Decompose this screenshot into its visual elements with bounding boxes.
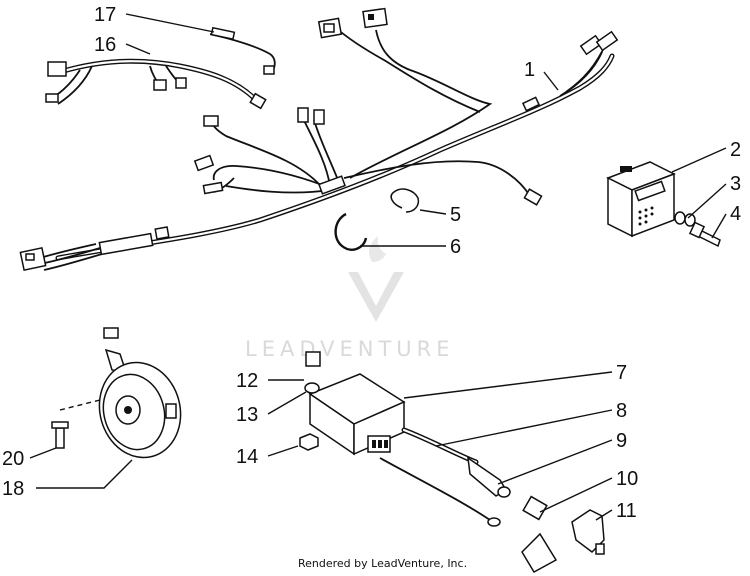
callout-8: 8	[616, 400, 627, 422]
callout-12: 12	[236, 370, 258, 392]
main-wiring-harness	[39, 27, 615, 271]
horn-18	[98, 327, 182, 459]
spark-caps	[521, 495, 605, 574]
wire-17	[209, 26, 276, 75]
harness-connectors	[19, 7, 619, 271]
harness-tape	[521, 96, 541, 112]
ring-5	[390, 188, 420, 213]
washers-and-bolt	[674, 211, 721, 248]
callout-16: 16	[94, 34, 116, 56]
callout-13: 13	[236, 404, 258, 426]
control-box	[606, 161, 676, 238]
harness-tape	[154, 226, 170, 240]
leader-lines	[29, 13, 727, 521]
callout-14: 14	[236, 446, 258, 468]
callout-9: 9	[616, 430, 627, 452]
ignition-module	[308, 373, 406, 456]
callout-6: 6	[450, 236, 461, 258]
callout-18: 18	[2, 478, 24, 500]
credit-text: Rendered by LeadVenture, Inc.	[298, 557, 467, 570]
callout-1: 1	[524, 59, 535, 81]
callout-numbers: 17 16 1 2 3 4 5 6 7 8 9 10 11 12 13 14 2…	[2, 4, 741, 522]
callout-4: 4	[730, 203, 741, 225]
ring-6	[334, 212, 368, 251]
callout-20: 20	[2, 448, 24, 470]
callout-11: 11	[616, 500, 637, 522]
screw-20	[51, 421, 69, 449]
callout-7: 7	[616, 362, 627, 384]
callout-3: 3	[730, 173, 741, 195]
callout-17: 17	[94, 4, 116, 26]
harness-sleeve	[98, 232, 154, 256]
callout-10: 10	[616, 468, 638, 490]
callout-5: 5	[450, 204, 461, 226]
harness-junction	[318, 175, 346, 195]
watermark-text: LEADVENTURE	[245, 337, 455, 361]
fasteners-12-13-14	[299, 351, 321, 451]
sub-harness-16	[45, 58, 267, 110]
watermark-logo	[348, 236, 404, 322]
ht-cable	[379, 427, 511, 527]
callout-2: 2	[730, 139, 741, 161]
